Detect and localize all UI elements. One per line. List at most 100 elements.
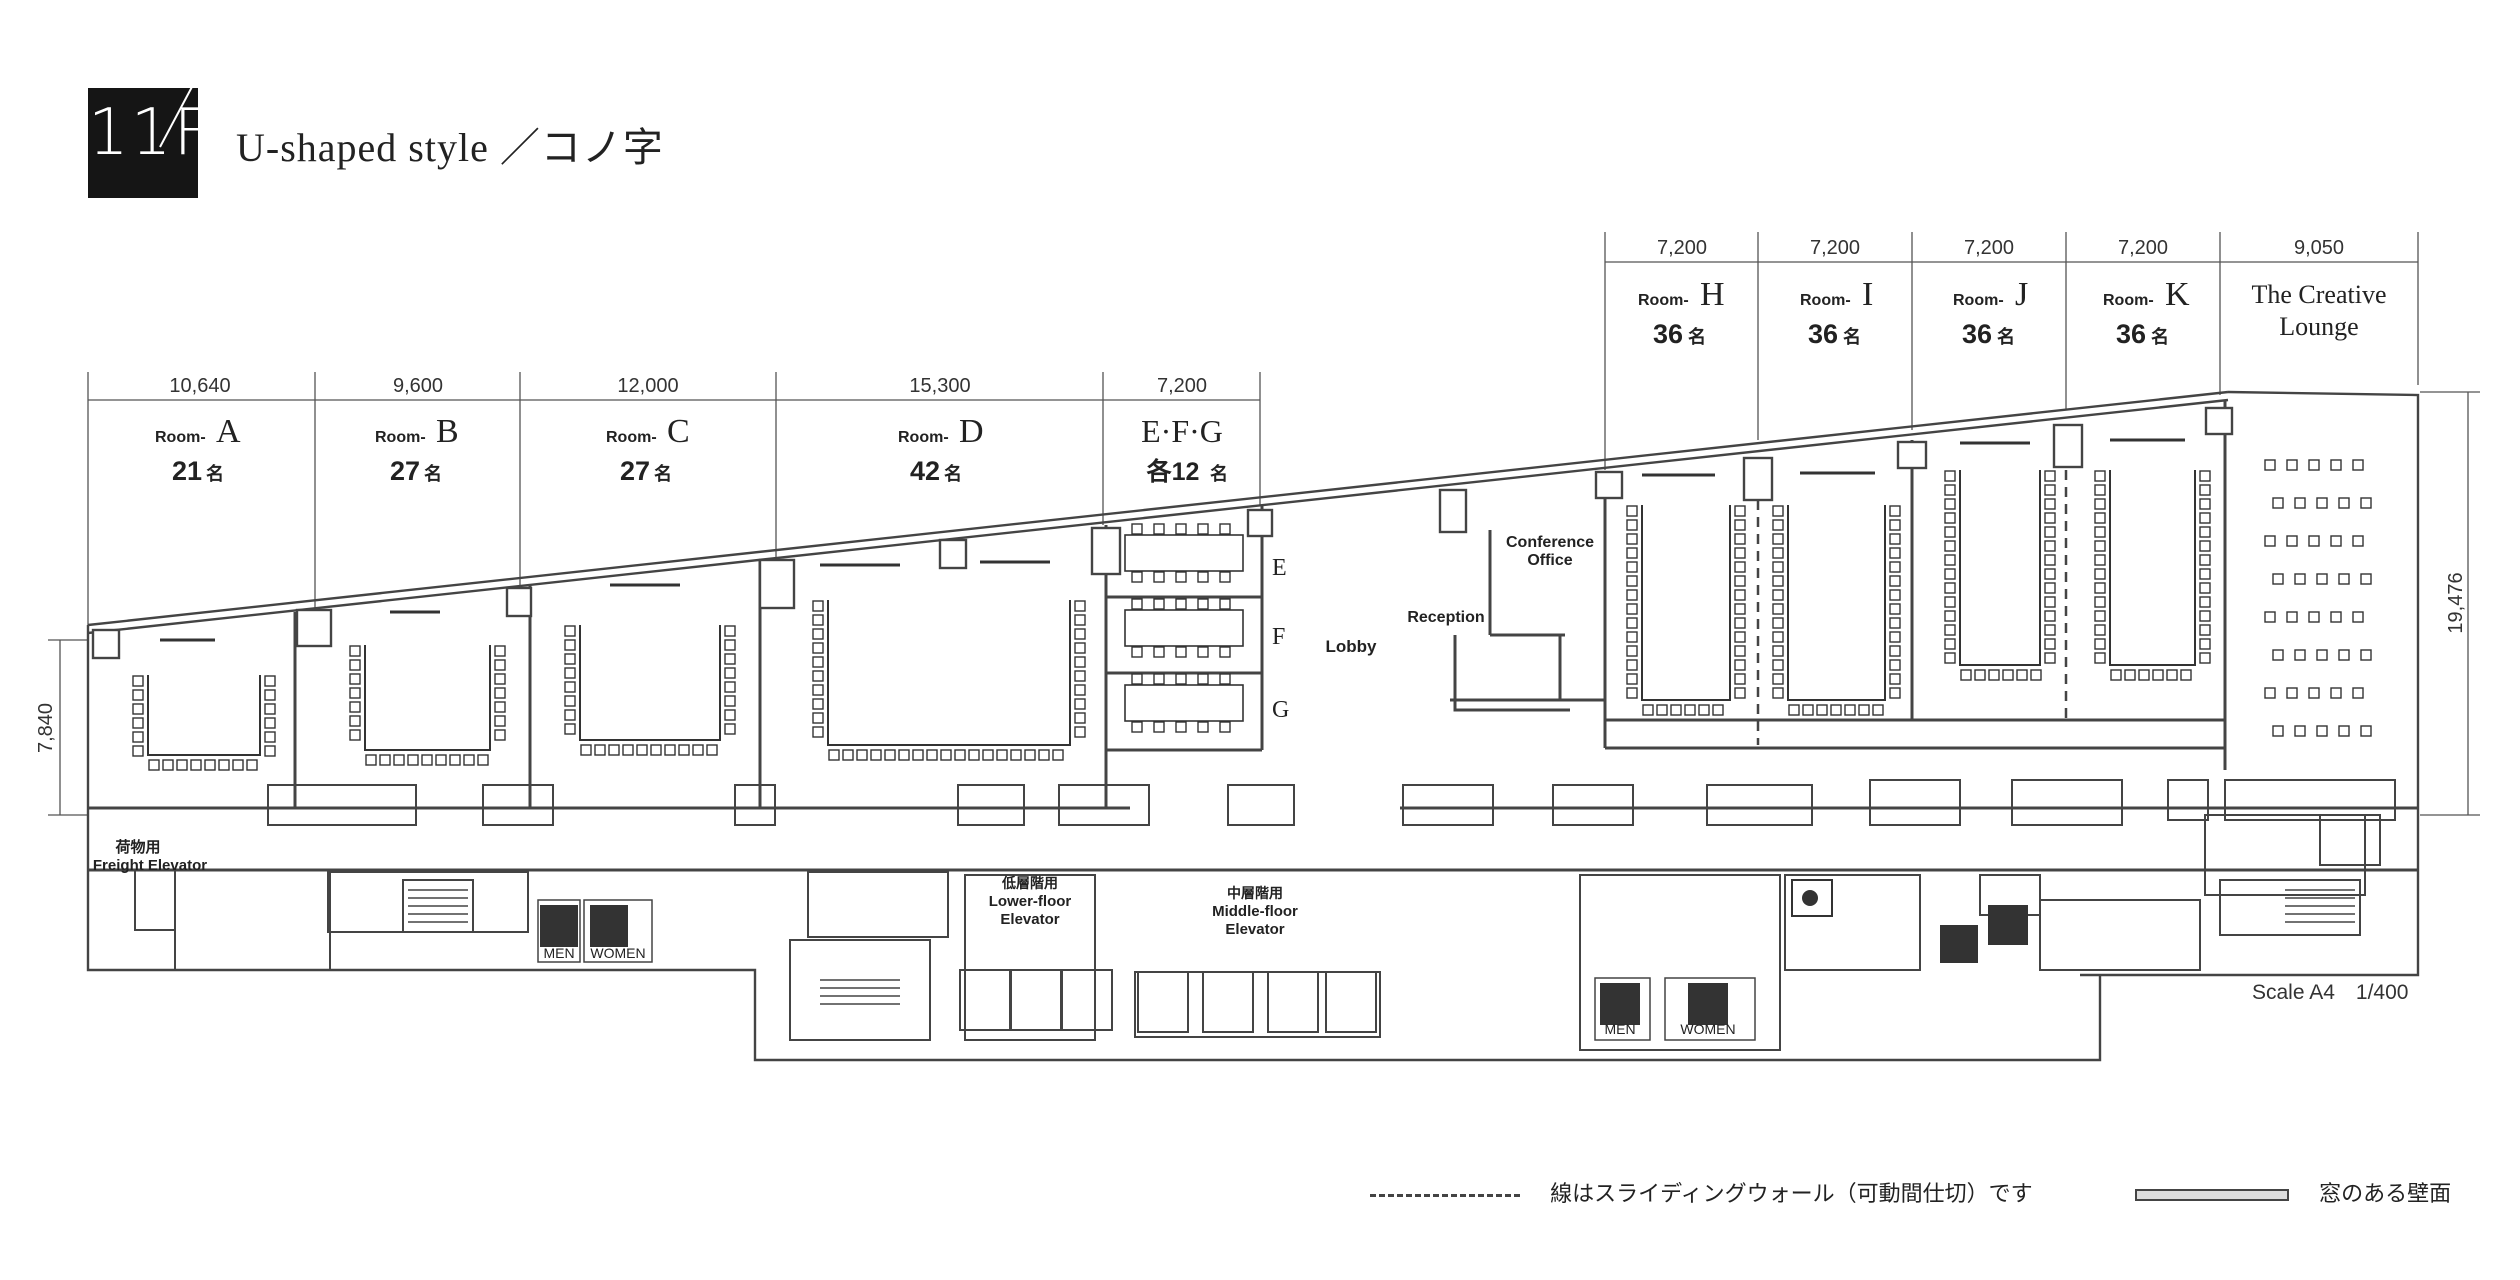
chair [132, 745, 144, 757]
chair [463, 754, 475, 766]
chair [1074, 670, 1086, 682]
chair [996, 749, 1008, 761]
chair [1626, 687, 1638, 699]
chair [926, 749, 938, 761]
chair [1153, 673, 1165, 685]
chair [1131, 523, 1143, 535]
middle-jp-label: 中層階用 [1227, 885, 1283, 901]
dim-room-c: 12,000 [617, 375, 678, 397]
dimension-lines [48, 232, 2480, 816]
chair [1944, 624, 1956, 636]
chair [898, 749, 910, 761]
chair [1197, 673, 1209, 685]
chair [1153, 721, 1165, 733]
plan-text: C [667, 413, 690, 450]
chair [1988, 669, 2000, 681]
chair [1684, 704, 1696, 716]
middle-en-label-2: Elevator [1225, 921, 1284, 938]
plan-text: 名 [2151, 326, 2169, 347]
u-table [1787, 505, 1886, 701]
chair [232, 759, 244, 771]
chair [650, 744, 662, 756]
chair [494, 701, 506, 713]
chair [2166, 669, 2178, 681]
chair [2094, 638, 2106, 650]
men-label-right: MEN [1604, 1021, 1635, 1037]
chair [1197, 646, 1209, 658]
chair [2094, 568, 2106, 580]
chair [2044, 582, 2056, 594]
chair [812, 628, 824, 640]
chair [1788, 704, 1800, 716]
chair [1698, 704, 1710, 716]
chair [2264, 687, 2276, 699]
chair [812, 712, 824, 724]
chair [365, 754, 377, 766]
chair [148, 759, 160, 771]
chair [1889, 561, 1901, 573]
chair [2044, 596, 2056, 608]
chair [1734, 617, 1746, 629]
chair [1131, 571, 1143, 583]
chair [1944, 498, 1956, 510]
chair [1175, 646, 1187, 658]
chair [2264, 611, 2276, 623]
room-label-efg: E·F·G 各12 名 [1141, 413, 1228, 486]
chair [2338, 573, 2350, 585]
chair [1626, 561, 1638, 573]
u-table [827, 600, 1071, 746]
chair [1872, 704, 1884, 716]
plan-text: 名 [206, 463, 224, 484]
chair [477, 754, 489, 766]
chair [2180, 669, 2192, 681]
chair [1944, 652, 1956, 664]
chair [1219, 523, 1231, 535]
dim-room-j: 7,200 [1964, 237, 2014, 259]
seating-room-i [1772, 505, 1901, 716]
smoking-room-icon [1988, 905, 2028, 945]
chair [954, 749, 966, 761]
women-label-right: WOMEN [1680, 1021, 1735, 1037]
service-core [134, 779, 2396, 1051]
lower-en-label-2: Elevator [1000, 911, 1059, 928]
chair [2308, 535, 2320, 547]
chair [1830, 704, 1842, 716]
chair [2330, 535, 2342, 547]
chair [2199, 652, 2211, 664]
chair [2094, 596, 2106, 608]
chair [1944, 540, 1956, 552]
seating-efg [1124, 523, 1244, 733]
chair [2272, 649, 2284, 661]
plan-text: Lounge [2279, 312, 2358, 341]
chair [2044, 498, 2056, 510]
chair [2199, 540, 2211, 552]
chair [2360, 725, 2372, 737]
chair [1052, 749, 1064, 761]
chair [1074, 712, 1086, 724]
chair [190, 759, 202, 771]
room-g-letter: G [1272, 697, 1289, 723]
plan-text: 36 [1653, 319, 1683, 349]
chair [1626, 603, 1638, 615]
chair [494, 687, 506, 699]
chair [1734, 631, 1746, 643]
chair [218, 759, 230, 771]
chair [1772, 575, 1784, 587]
freight-en-label: Freight Elevator [93, 857, 207, 874]
chair [393, 754, 405, 766]
chair [1074, 600, 1086, 612]
chair [2294, 497, 2306, 509]
chair [2272, 573, 2284, 585]
chair [1889, 603, 1901, 615]
chair [1175, 721, 1187, 733]
chair [2286, 611, 2298, 623]
chair [1670, 704, 1682, 716]
chair [1626, 547, 1638, 559]
columns [91, 406, 2234, 660]
chair [162, 759, 174, 771]
chair [1626, 533, 1638, 545]
lounge-label: The Creative Lounge [2252, 280, 2387, 341]
chair [1802, 704, 1814, 716]
chair [1153, 646, 1165, 658]
seating-room-b [349, 645, 506, 766]
